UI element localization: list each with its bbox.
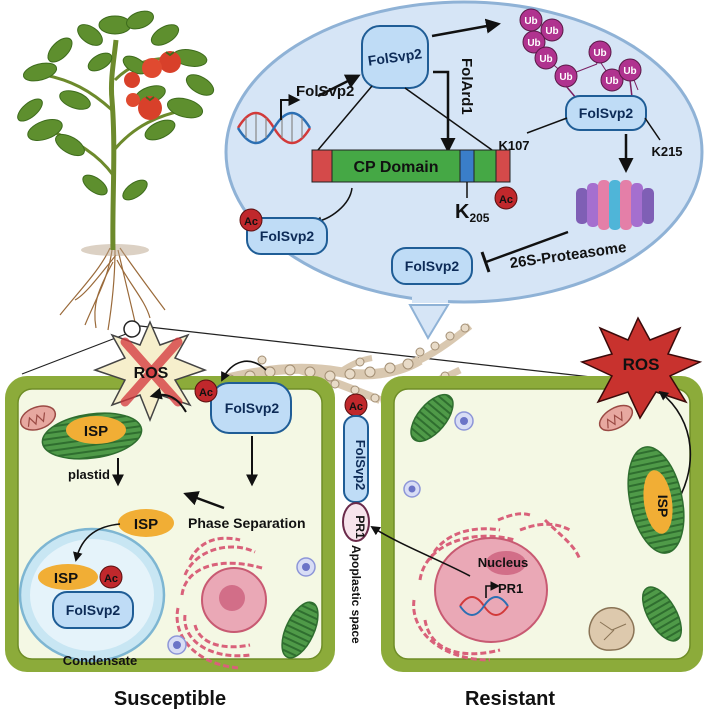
ubiquitin-bead: Ub [540, 18, 564, 42]
svg-text:Ac: Ac [349, 401, 363, 413]
isp-in-condensate: ISP [38, 564, 98, 590]
ros-burst-icon: ROS [579, 316, 703, 420]
k107-label: K107 [498, 138, 529, 153]
mitochondrion-icon [19, 405, 57, 431]
svg-text:ROS: ROS [623, 355, 660, 374]
svg-text:FolSvp2: FolSvp2 [225, 400, 280, 416]
svg-text:FolSvp2: FolSvp2 [260, 228, 315, 244]
pr1-gene-dna [459, 596, 509, 616]
lipid-body-icon [588, 607, 635, 651]
svg-text:Ub: Ub [524, 16, 537, 27]
svg-text:Ac: Ac [499, 194, 513, 206]
svg-text:Ub: Ub [539, 54, 552, 65]
ubiquitin-bead: Ub [600, 68, 624, 92]
svg-text:Ub: Ub [559, 72, 572, 83]
chloroplast-icon [281, 601, 319, 659]
cp-domain-bar: CP Domain [311, 149, 511, 183]
vesicle-icon [167, 557, 316, 655]
folsvp2-protein-pill: FolSvp2 [361, 25, 429, 89]
susceptible-title: Susceptible [114, 688, 226, 709]
folsvp2-in-condensate: FolSvp2 [52, 591, 134, 629]
svg-text:ISP: ISP [655, 495, 671, 518]
ubiquitin-bead: Ub [618, 58, 642, 82]
svg-text:Ub: Ub [593, 48, 606, 59]
chloroplast-icon [410, 393, 683, 642]
k215-label: K215 [651, 144, 682, 159]
condensate-label: Condensate [63, 653, 137, 668]
pr1-gene-label: PR1 [498, 581, 523, 596]
svg-text:Ub: Ub [527, 38, 540, 49]
svg-text:Ac: Ac [104, 573, 118, 585]
ubiquitinated-folsvp2-pill: FolSvp2 [565, 95, 647, 131]
svg-text:Ac: Ac [244, 216, 258, 228]
ubiquitin-bead: Ub [554, 64, 578, 88]
svg-text:ISP: ISP [134, 516, 158, 533]
svg-text:Ub: Ub [605, 76, 618, 87]
ubiquitin-bead: Ub [522, 30, 546, 54]
free-folsvp2-pill: FolSvp2 [391, 247, 473, 285]
svg-text:FolSvp2: FolSvp2 [353, 440, 368, 491]
folard1-label: FolArd1 [458, 58, 475, 115]
cp-domain-label: CP Domain [353, 159, 438, 176]
isp-protein: ISP [118, 509, 174, 537]
apoplastic-space-label: Apoplastic space [349, 545, 363, 644]
chloroplast-with-isp: ISP [627, 446, 685, 554]
k205-label: K205 [455, 201, 490, 225]
proteasome-icon [576, 180, 654, 230]
resistant-title: Resistant [465, 688, 555, 709]
er-nucleus-susceptible [175, 536, 267, 670]
ubiquitin-bead: Ub [588, 40, 612, 64]
svg-text:Ub: Ub [623, 66, 636, 77]
mitochondrion-icon [598, 404, 634, 432]
svg-text:ROS: ROS [134, 365, 169, 382]
svg-text:FolSvp2: FolSvp2 [579, 105, 634, 121]
svg-text:Ub: Ub [545, 26, 558, 37]
vesicle-icon [403, 411, 474, 498]
svg-text:FolSvp2: FolSvp2 [405, 258, 460, 274]
phase-separation-label: Phase Separation [188, 515, 306, 531]
acetylated-folsvp2-pill: FolSvp2 Ac [239, 208, 328, 255]
tomato-plant-illustration [17, 10, 215, 331]
plastid-label: plastid [68, 467, 110, 482]
nucleus-label: Nucleus [478, 555, 529, 570]
ac-marker-condensate: Ac [99, 565, 123, 589]
apoplast-effector: Ac FolSvp2 PR1 [342, 393, 370, 542]
svg-text:PR1: PR1 [353, 515, 367, 539]
svg-text:ISP: ISP [84, 423, 108, 440]
ubiquitin-bead: Ub [534, 46, 558, 70]
svg-text:Ac: Ac [199, 387, 213, 399]
ubiquitin-bead: Ub [519, 8, 543, 32]
tomato-fruits [124, 51, 181, 120]
zoom-lines [21, 320, 601, 379]
svg-text:ISP: ISP [54, 570, 78, 587]
dna-helix-icon [236, 111, 312, 145]
ac-marker-k205: Ac [494, 186, 518, 210]
plastid-icon: ISP [41, 412, 143, 460]
ros-crossed-icon: ROS [92, 320, 208, 423]
svg-text:FolSvp2: FolSvp2 [367, 45, 423, 68]
svg-text:FolSvp2: FolSvp2 [66, 602, 121, 618]
acetylated-folsvp2-in-cell: FolSvp2 Ac [194, 379, 292, 434]
